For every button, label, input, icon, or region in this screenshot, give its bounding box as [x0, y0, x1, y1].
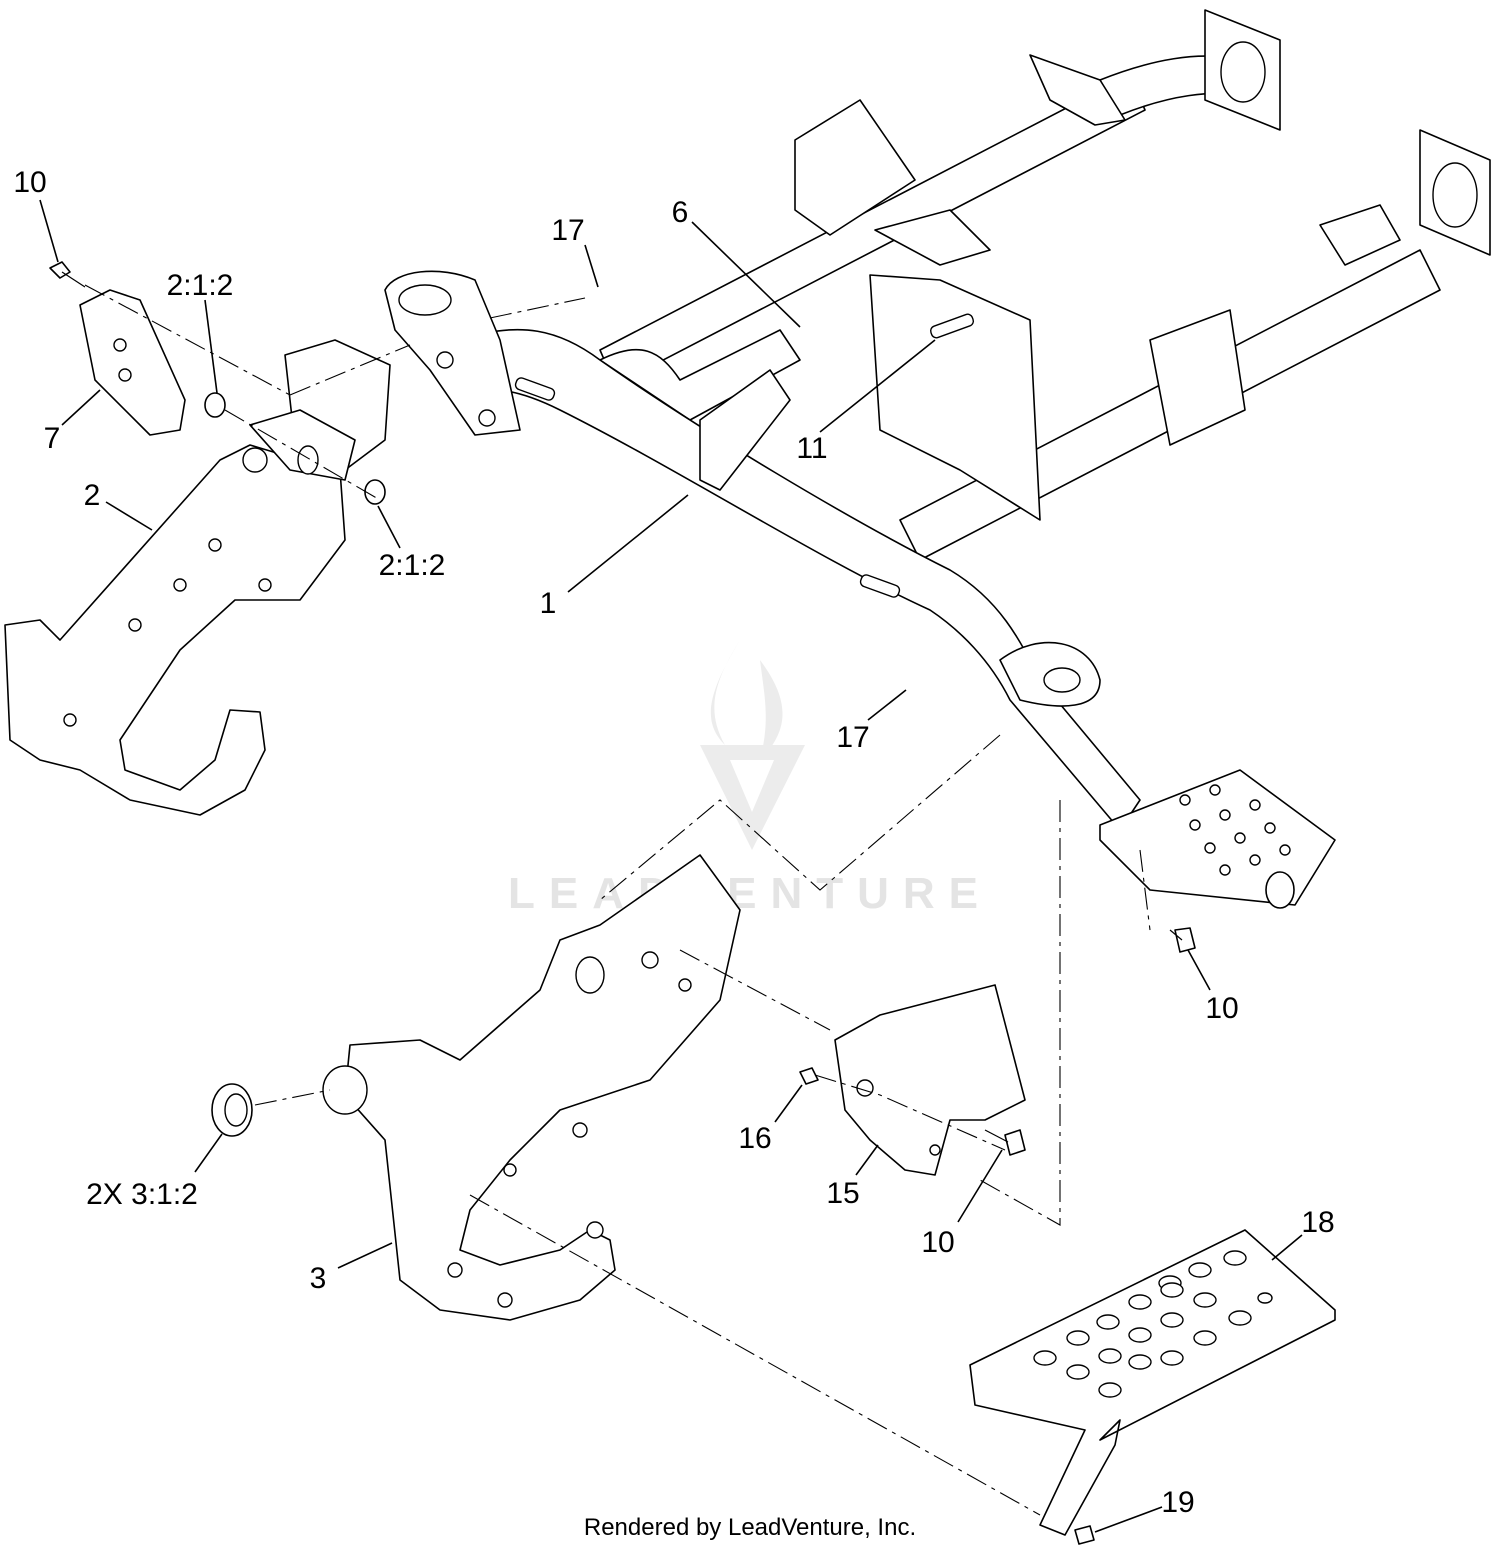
callout-10-bottom: 10 — [921, 1226, 954, 1259]
callout-labels: 10 2:1:2 7 2 2:1:2 17 6 11 1 17 10 16 15… — [13, 166, 1334, 1519]
callout-17-top: 17 — [551, 214, 584, 247]
left-support — [4, 261, 391, 816]
callout-17-mid: 17 — [836, 721, 869, 754]
foot-plate-holes — [1179, 784, 1291, 876]
leader-lines — [39, 199, 1303, 1533]
watermark: LEADVENTURE — [508, 640, 992, 918]
callout-18: 18 — [1301, 1206, 1334, 1239]
footer-credit: Rendered by LeadVenture, Inc. — [584, 1514, 916, 1541]
watermark-text: LEADVENTURE — [508, 869, 992, 918]
callout-3: 3 — [310, 1262, 327, 1295]
callout-7: 7 — [44, 422, 61, 455]
lower-support — [211, 854, 741, 1321]
callout-19: 19 — [1161, 1486, 1194, 1519]
callout-2x-3-1-2: 2X 3:1:2 — [86, 1178, 198, 1211]
callout-10-right: 10 — [1205, 992, 1238, 1025]
callout-1: 1 — [540, 587, 557, 620]
callout-2: 2 — [84, 479, 101, 512]
assembly-lines — [84, 284, 1151, 1516]
callout-16: 16 — [738, 1122, 771, 1155]
step-plate — [969, 1229, 1336, 1545]
callout-2-1-2-bottom: 2:1:2 — [379, 549, 446, 582]
callout-11: 11 — [796, 432, 827, 465]
shield-plate — [799, 927, 1196, 1176]
step-plate-holes — [1033, 1250, 1273, 1398]
main-frame — [384, 9, 1491, 909]
callout-2-1-2-top: 2:1:2 — [167, 269, 234, 302]
callout-15: 15 — [826, 1177, 859, 1210]
callout-6: 6 — [672, 196, 689, 229]
callout-10-top-left: 10 — [13, 166, 46, 199]
